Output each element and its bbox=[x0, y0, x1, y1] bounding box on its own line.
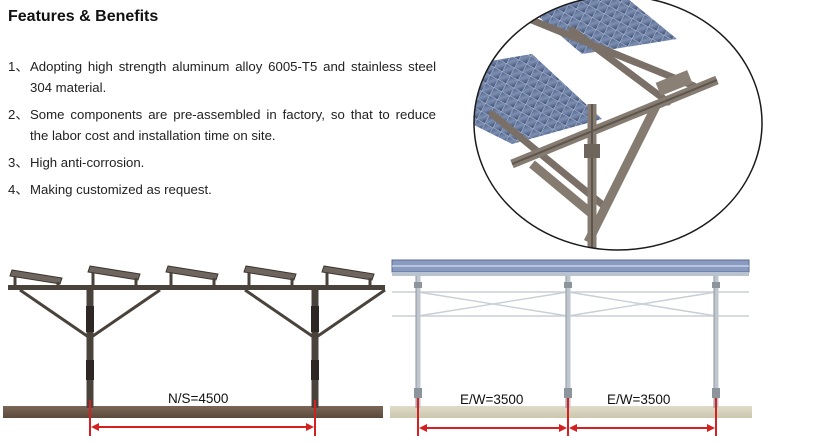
mounting-rail bbox=[488, 8, 698, 210]
feature-number: 3、 bbox=[8, 155, 29, 170]
dimension-line bbox=[417, 398, 717, 436]
feature-text: Adopting high strength aluminum alloy 60… bbox=[30, 59, 436, 95]
feature-number: 1、 bbox=[8, 59, 29, 74]
dimension-line bbox=[89, 400, 316, 436]
feature-item: 4、 Making customized as request. bbox=[8, 179, 436, 200]
ground bbox=[3, 406, 383, 418]
feature-item: 3、 High anti-corrosion. bbox=[8, 152, 436, 173]
section-title: Features & Benefits bbox=[8, 8, 159, 25]
panel-modules bbox=[9, 265, 375, 285]
feature-item: 1、 Adopting high strength aluminum alloy… bbox=[8, 56, 436, 98]
feature-text: High anti-corrosion. bbox=[30, 155, 145, 170]
feature-list: 1、 Adopting high strength aluminum alloy… bbox=[8, 56, 436, 206]
feature-number: 4、 bbox=[8, 182, 29, 197]
ns-section-view bbox=[3, 265, 386, 436]
ew-section-view bbox=[390, 259, 752, 436]
feature-text: Some components are pre-assembled in fac… bbox=[30, 107, 436, 143]
support-post bbox=[415, 276, 719, 408]
feature-item: 2、 Some components are pre-assembled in … bbox=[8, 104, 436, 146]
detail-photo bbox=[472, 0, 764, 252]
ns-dimension-label: N/S=4500 bbox=[168, 391, 229, 406]
ground bbox=[390, 406, 752, 418]
structure-diagram bbox=[3, 259, 752, 436]
ew-dimension-label: E/W=3500 bbox=[607, 392, 671, 407]
ew-dimension-label: E/W=3500 bbox=[460, 392, 524, 407]
feature-number: 2、 bbox=[8, 107, 29, 122]
feature-text: Making customized as request. bbox=[30, 182, 212, 197]
